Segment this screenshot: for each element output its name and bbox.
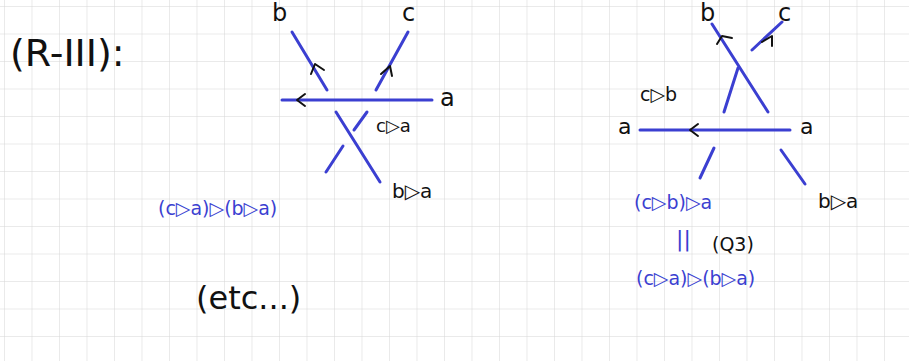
strand-label: c▷a: [376, 116, 411, 137]
move-title: (R-III):: [10, 32, 125, 76]
arrowheads: [297, 36, 772, 136]
strand-label: b: [272, 0, 287, 28]
strand-label: b▷a: [392, 180, 432, 203]
axiom-reference: (Q3): [712, 234, 754, 256]
equals-sign: ||: [676, 226, 691, 251]
quandle-expression: (c▷b)▷a: [634, 192, 712, 214]
quandle-expression: (c▷a)▷(b▷a): [636, 268, 755, 290]
strand-label: c: [402, 0, 415, 28]
strand-label: b▷a: [818, 190, 858, 213]
strand-label: a: [440, 85, 455, 113]
quandle-expression: (c▷a)▷(b▷a): [158, 198, 277, 220]
strand-label: a: [618, 114, 631, 139]
strand-label: c▷b: [640, 84, 677, 106]
strand-label: a: [800, 114, 813, 139]
strand-label: b: [700, 0, 715, 28]
note: (etc...): [196, 280, 301, 317]
strands: [282, 22, 805, 184]
strand-label: c: [778, 0, 791, 28]
